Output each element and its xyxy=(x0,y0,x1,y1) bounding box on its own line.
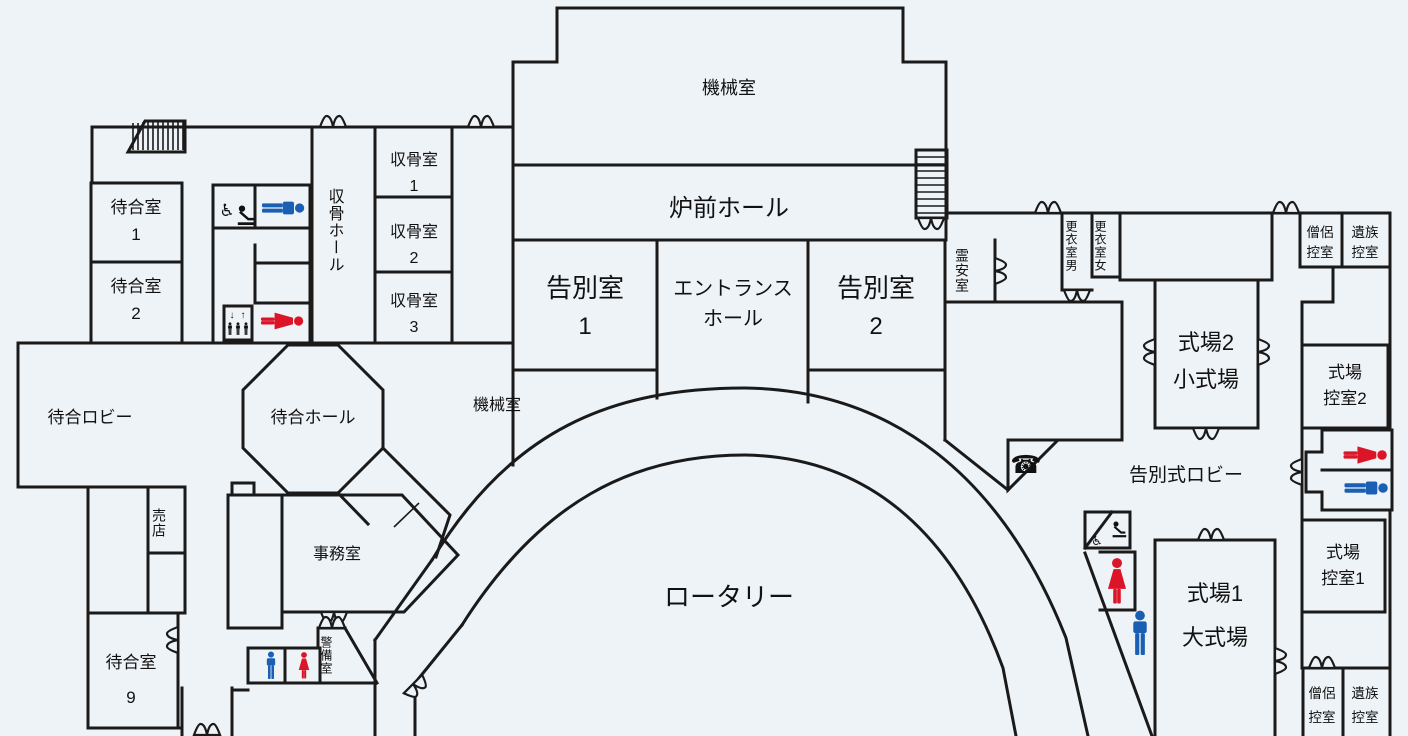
mens-toilet-icon xyxy=(1133,610,1147,655)
room-labels: 機械室 炉前ホール 収骨ホール 収骨室 1 収骨室 2 収骨室 3 待合室 1 … xyxy=(48,78,1380,725)
door-opening xyxy=(1307,655,1337,670)
door-opening xyxy=(916,216,946,231)
wheelchair-icon: ♿ xyxy=(1091,533,1103,548)
room-label-izoku-bottom-2: 控室 xyxy=(1352,709,1379,725)
elevator-icon: ↓ ↑ xyxy=(228,310,248,335)
room-label-machine-room-2: 機械室 xyxy=(473,396,521,414)
room-label-souryo-top-2: 控室 xyxy=(1307,244,1334,260)
room-label-shukotsu-1: 収骨室 xyxy=(390,151,438,169)
room-label-kokubetsu-2-num: 2 xyxy=(869,313,882,340)
room-label-shukotsu-2-num: 2 xyxy=(410,250,419,267)
womens-toilet-icon xyxy=(261,312,304,330)
walls xyxy=(16,6,1394,736)
room-label-shikijo-2: 式場2 xyxy=(1178,330,1234,355)
room-label-keibi: 警備室 xyxy=(319,635,333,675)
room-label-hikae-2: 式場 xyxy=(1328,363,1362,382)
room-label-shikijo-1: 式場1 xyxy=(1187,581,1243,606)
room-label-shikijo-1-sub: 大式場 xyxy=(1182,625,1248,650)
room-label-koui-women: 更衣室女 xyxy=(1093,220,1107,272)
room-label-shukotsu-3-num: 3 xyxy=(410,319,419,336)
phone-icon: ☎ xyxy=(1010,451,1041,479)
room-label-hikae-1-num: 控室1 xyxy=(1321,569,1364,588)
room-label-machiai-1: 待合室 xyxy=(111,198,162,217)
room-label-machiai-2-num: 2 xyxy=(131,304,140,323)
room-label-jimushitsu: 事務室 xyxy=(313,545,361,563)
baby-changing-icon xyxy=(236,204,256,227)
door-opening xyxy=(1273,646,1288,676)
room-label-entrance-hall: エントランス xyxy=(673,278,793,300)
room-label-kokubetsu-2: 告別室 xyxy=(837,273,915,303)
room-label-shukotsu-hall: 収骨ホール xyxy=(326,188,344,273)
mens-toilet-icon xyxy=(266,651,276,679)
womens-toilet-icon xyxy=(1107,558,1127,604)
room-label-baiten: 売店 xyxy=(151,508,167,538)
room-label-machiai-9-num: 9 xyxy=(126,688,135,707)
door-opening xyxy=(1256,337,1271,367)
room-label-souryo-bottom-2: 控室 xyxy=(1309,709,1336,725)
door-opening xyxy=(192,722,222,736)
room-label-machiai-1-num: 1 xyxy=(131,225,140,244)
door-opening xyxy=(993,256,1008,286)
room-label-hikae-1: 式場 xyxy=(1326,543,1360,562)
door-opening xyxy=(318,114,348,129)
room-label-kokubetsu-1: 告別室 xyxy=(546,273,624,303)
room-label-kokubetsushiki-lobby: 告別式ロビー xyxy=(1129,464,1243,486)
door-opening xyxy=(1196,527,1226,542)
room-label-izoku-top-2: 控室 xyxy=(1352,244,1379,260)
room-label-shukotsu-2: 収骨室 xyxy=(390,223,438,241)
door-opening xyxy=(402,673,432,703)
room-label-shukotsu-3: 収骨室 xyxy=(390,292,438,310)
door-opening xyxy=(466,114,496,129)
door-opening xyxy=(1033,200,1063,215)
room-label-hikae-2-num: 控室2 xyxy=(1323,389,1366,408)
room-label-shikijo-2-sub: 小式場 xyxy=(1173,367,1239,392)
wheelchair-icon: ♿ xyxy=(219,201,234,220)
mens-toilet-icon xyxy=(1344,481,1388,495)
stairs-icon xyxy=(125,119,187,154)
door-opening xyxy=(1142,337,1157,367)
room-label-kokubetsu-1-num: 1 xyxy=(578,313,591,340)
room-label-souryo-top: 僧侶 xyxy=(1307,225,1334,240)
room-label-izoku-top: 遺族 xyxy=(1352,225,1380,240)
room-label-rotary: ロータリー xyxy=(664,582,794,612)
mens-toilet-icon xyxy=(262,201,305,215)
icons: ♿ ↓ ↑ ♿ ☎ xyxy=(219,201,1388,679)
room-label-entrance-hall-2: ホール xyxy=(703,308,763,330)
door-opening xyxy=(1271,200,1301,215)
room-label-shukotsu-1-num: 1 xyxy=(410,178,419,195)
room-label-machiai-9: 待合室 xyxy=(106,653,157,672)
elevator-up-arrow: ↑ xyxy=(241,310,246,321)
room-label-izoku-bottom: 遺族 xyxy=(1352,686,1380,701)
room-label-souryo-bottom: 僧侶 xyxy=(1309,686,1336,701)
womens-toilet-icon xyxy=(1343,446,1387,464)
elevator-down-arrow: ↓ xyxy=(230,310,235,321)
room-label-machiai-2: 待合室 xyxy=(111,277,162,296)
door-opening xyxy=(1289,457,1304,487)
room-label-reian: 霊安室 xyxy=(954,248,970,293)
baby-changing-icon xyxy=(1111,520,1128,539)
room-label-koui-men: 更衣室男 xyxy=(1064,220,1078,272)
room-label-rozen-hall: 炉前ホール xyxy=(669,195,789,222)
door-opening xyxy=(1062,288,1092,303)
room-label-machiai-hall: 待合ホール xyxy=(271,408,356,427)
room-label-machiai-lobby: 待合ロビー xyxy=(48,408,133,427)
womens-toilet-icon xyxy=(298,652,310,679)
door-opening xyxy=(1191,426,1221,441)
door-opening xyxy=(165,625,180,655)
room-label-machine-room-top: 機械室 xyxy=(702,78,756,98)
